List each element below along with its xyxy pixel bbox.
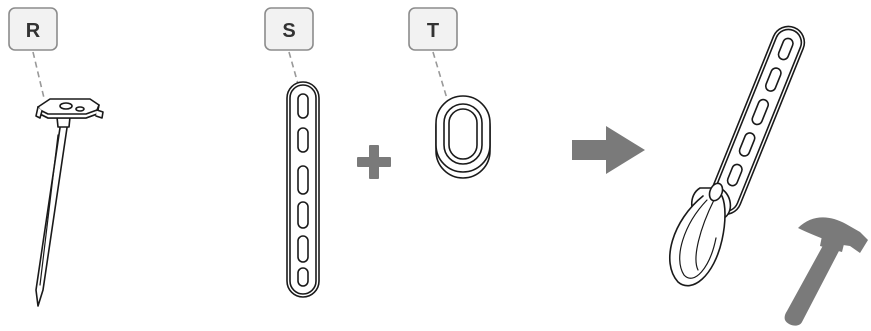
- arrow-right-icon: [572, 126, 645, 174]
- leader-line-s: [288, 51, 303, 99]
- label-s: S: [264, 7, 314, 51]
- plus-icon: [357, 145, 391, 179]
- part-s: S: [264, 7, 320, 298]
- label-t-text: T: [427, 20, 439, 42]
- assembled-strap-with-loop: [669, 25, 806, 287]
- label-r: R: [8, 7, 58, 51]
- hanging-loop: [669, 182, 732, 287]
- label-t: T: [408, 7, 458, 51]
- leader-line-r: [32, 51, 45, 99]
- tent-peg: [35, 98, 104, 307]
- slotted-strap: [286, 81, 320, 298]
- leader-line-t: [432, 51, 449, 103]
- hammer-icon: [784, 217, 868, 326]
- label-r-text: R: [26, 20, 41, 42]
- part-t: T: [408, 7, 491, 179]
- part-r: R: [8, 7, 104, 307]
- label-s-text: S: [282, 20, 295, 42]
- loop-ring: [435, 95, 491, 179]
